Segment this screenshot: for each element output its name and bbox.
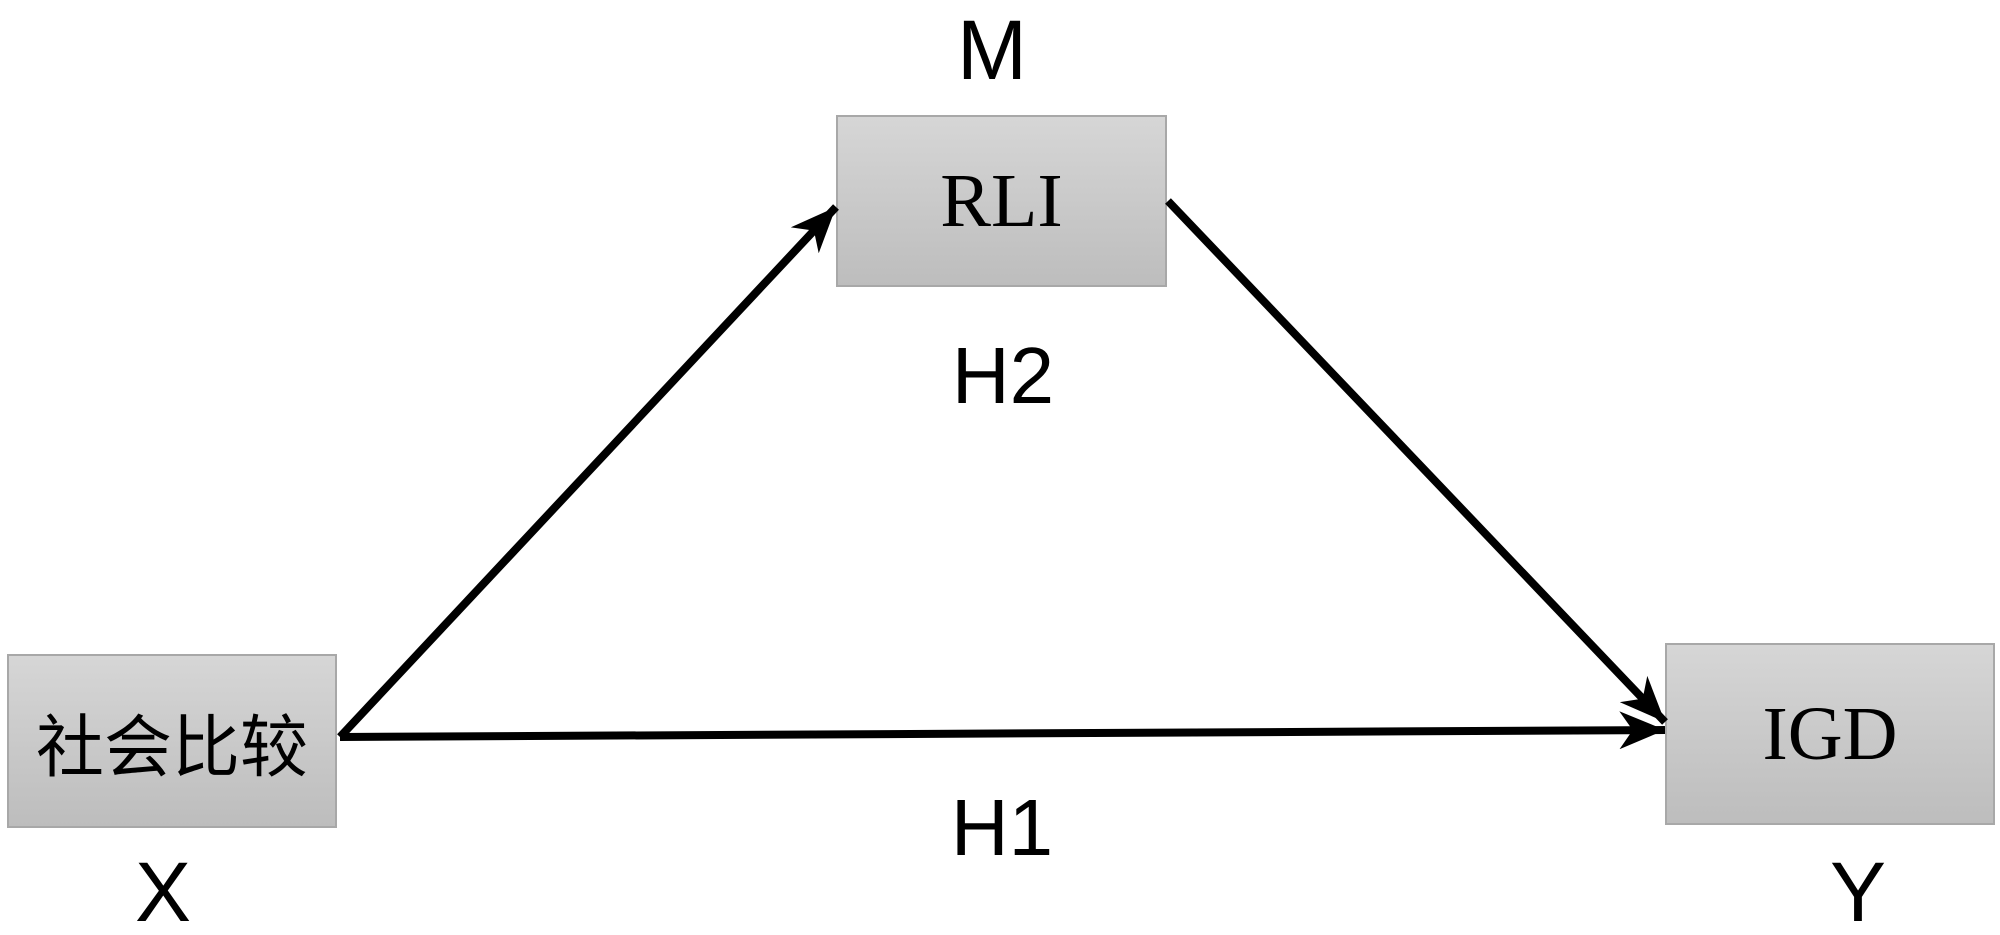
role-label-x: X <box>134 845 192 935</box>
node-x-label: 社会比较 <box>35 709 308 786</box>
arrow-x-to-m <box>337 204 839 740</box>
role-label-m: M <box>957 3 1027 97</box>
node-box-rli: RLI <box>836 115 1167 287</box>
arrow-m-to-y <box>1165 198 1668 725</box>
role-label-y: Y <box>1829 845 1887 935</box>
path-label-h2: H2 <box>951 331 1055 420</box>
node-box-social-comparison: 社会比较 <box>7 654 337 828</box>
arrow-x-to-y <box>339 711 1666 750</box>
node-m-label: RLI <box>940 158 1063 243</box>
node-y-label: IGD <box>1762 691 1898 776</box>
path-label-h1: H1 <box>950 783 1054 872</box>
node-box-igd: IGD <box>1665 643 1995 825</box>
